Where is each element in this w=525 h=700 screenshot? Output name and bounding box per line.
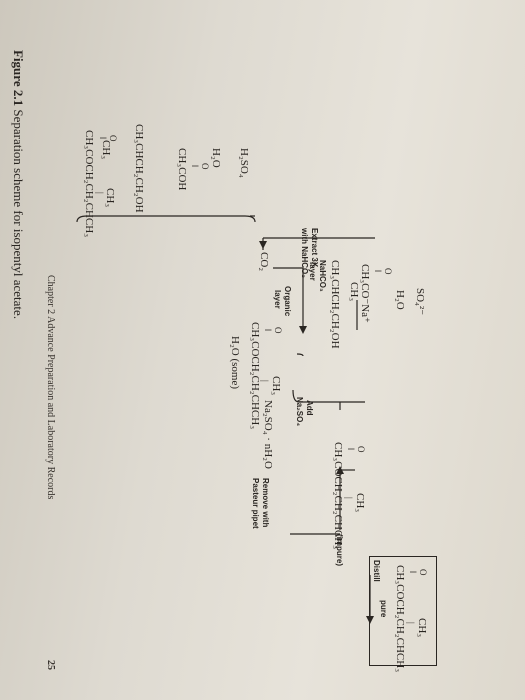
impure-ester: CH₃COCH₂CH₂CHCH₃ (332, 442, 344, 550)
organic-water: H₂O (some) (229, 336, 241, 390)
pure-carbonyl-bond: ‖ (408, 571, 418, 574)
organic-carbonyl-bond: ‖ (263, 329, 273, 332)
pure-carbonyl-o: O (418, 569, 428, 576)
distill-arrowhead (366, 616, 374, 624)
impure-methyl-bond: | (344, 497, 354, 499)
pure-label: pure (379, 600, 388, 618)
aqueous-alcohol-methyl: CH₃ (348, 282, 360, 302)
mixture-bracket (76, 215, 256, 223)
hydrate-arrowhead (336, 466, 344, 474)
figure-caption-text: Separation scheme for isopentyl acetate. (11, 109, 26, 320)
sodium-sulfate-hydrate: Na₂SO₄ · nH₂O (262, 400, 274, 469)
organic-bracket (292, 389, 315, 403)
organic-layer-label-1: Organic (283, 286, 292, 317)
bicarb-layer-label-1: NaHCO₃ (318, 260, 327, 292)
figure-caption: Figure 2.1 Separation scheme for isopent… (11, 50, 26, 320)
organic-arrowhead (299, 326, 307, 334)
aqueous-acetate-carbonyl-bond: ‖ (373, 270, 383, 273)
co2-product: CO₂ (258, 252, 270, 272)
pure-methyl: CH₃ (416, 618, 428, 638)
organic-methyl: CH₃ (270, 376, 282, 396)
add-sulfate-label-2: Na₂SO₄ (295, 397, 304, 427)
aqueous-water: H₂O (394, 290, 406, 310)
aqueous-alcohol: CH₃CHCH₂CH₂OH (329, 260, 341, 349)
aqueous-sulfate: SO₄²⁻ (414, 288, 426, 316)
figure-number: Figure 2.1 (11, 50, 26, 107)
organic-ester: CH₃COCH₂CH₂CHCH₃ (249, 322, 261, 430)
remove-label-1: Remove with (261, 478, 270, 528)
organic-layer-label-2: layer (273, 290, 282, 309)
add-sulfate-label-1: Add (305, 400, 314, 416)
impure-note: (impure) (335, 534, 344, 566)
remove-label-2: Pasteur pipet (251, 478, 260, 529)
organic-carbonyl-o: O (273, 327, 283, 334)
aqueous-acetate-carbonyl-o: O (383, 268, 393, 275)
pure-ester: CH₃COCH₂CH₂CHCH₃ (394, 565, 406, 673)
bicarb-layer-label-2: layer (308, 262, 317, 281)
pure-methyl-bond: | (406, 622, 416, 624)
impure-carbonyl-bond: ‖ (346, 448, 356, 451)
aqueous-acetate: CH₃CO⁻Na⁺ (359, 264, 371, 323)
co2-arrowhead (259, 241, 267, 249)
organic-methyl-bond: | (260, 380, 270, 382)
impure-methyl: CH₃ (354, 493, 366, 513)
impure-carbonyl-o: O (356, 446, 366, 453)
